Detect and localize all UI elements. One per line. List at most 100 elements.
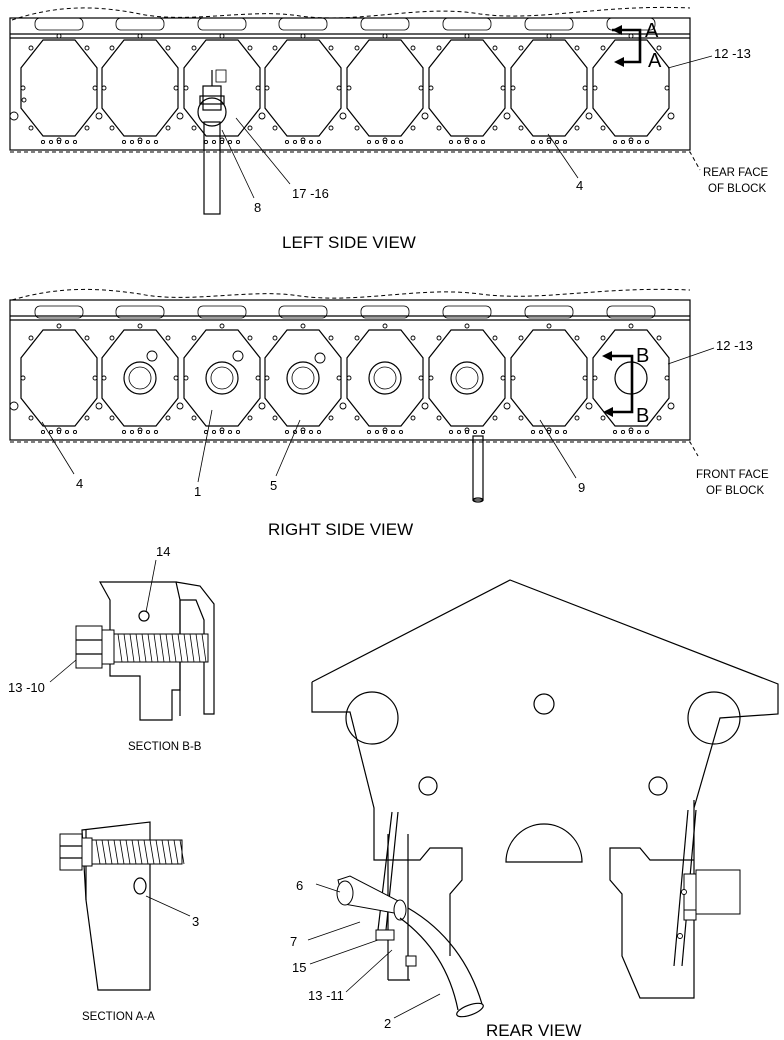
right-oil-slot — [197, 305, 247, 319]
left-bolt-hole — [183, 85, 189, 91]
right-bolt-hole — [272, 335, 278, 341]
left-bolt-hole — [153, 139, 159, 145]
left-cylinder-bore — [510, 39, 588, 137]
left-bolt-hole — [436, 125, 442, 131]
right-bolt-hole — [456, 429, 462, 435]
right-bolt-hole — [656, 335, 662, 341]
left-bolt-hole — [472, 139, 478, 145]
thread-line — [123, 633, 129, 663]
right-bolt-hole — [620, 429, 626, 435]
thread-line — [113, 839, 119, 865]
left-bolt-hole — [176, 112, 184, 120]
right-side-view-title: RIGHT SIDE VIEW — [268, 520, 413, 539]
right-bolt-hole — [129, 429, 135, 435]
left-bolt-hole — [72, 139, 78, 145]
right-bolt-hole — [664, 375, 670, 381]
right-bolt-hole — [421, 402, 429, 410]
right-cylinder-bore — [183, 329, 261, 427]
thread-line — [143, 839, 149, 865]
right-bolt-holes — [9, 323, 675, 435]
left-bolt-hole — [354, 125, 360, 131]
right-callout-9: 9 — [578, 480, 585, 495]
section-aa-title: SECTION A-A — [82, 1011, 155, 1023]
right-bolt-hole — [538, 429, 544, 435]
rear-right-bracket — [673, 809, 741, 967]
left-bolt-hole — [173, 85, 179, 91]
left-bolt-hole — [292, 139, 298, 145]
right-cylinder-bore — [20, 329, 98, 427]
right-oil-slot — [34, 305, 84, 319]
bb-callout-13-10: 13 -10 — [8, 680, 45, 695]
left-callout-8: 8 — [254, 200, 261, 215]
left-bolt-hole — [464, 139, 470, 145]
right-bolt-hole — [582, 375, 588, 381]
left-bolt-hole — [600, 45, 606, 51]
left-bolt-hole — [255, 85, 261, 91]
thread-line — [137, 839, 143, 865]
left-bolt-hole — [56, 33, 62, 39]
left-cylinder-bore — [20, 39, 98, 137]
right-bolt-hole — [390, 429, 396, 435]
right-bolt-hole — [336, 375, 342, 381]
right-bolt-hole — [284, 429, 290, 435]
right-bolt-hole — [101, 375, 107, 381]
right-bolt-hole — [518, 335, 524, 341]
right-bolt-hole — [146, 350, 158, 362]
right-cylinder-bore — [428, 329, 506, 427]
right-bolt-hole — [492, 335, 498, 341]
right-bolt-hole — [20, 375, 26, 381]
thread-line — [141, 633, 147, 663]
left-bolt-hole — [64, 139, 70, 145]
thread-line — [183, 633, 189, 663]
thread-line — [101, 839, 107, 865]
left-bolt-hole — [612, 139, 618, 145]
right-bolt-hole — [346, 375, 352, 381]
left-bolt-hole — [354, 45, 360, 51]
front-face-note-line1: FRONT FACE — [696, 469, 769, 481]
thread-line — [119, 839, 125, 865]
right-bolt-hole — [374, 429, 380, 435]
right-bolt-hole — [644, 429, 650, 435]
right-bolt-hole — [300, 323, 306, 329]
right-bolt-hole — [328, 335, 334, 341]
right-bore-plug-inner — [128, 366, 152, 390]
left-bolt-hole — [585, 112, 593, 120]
right-cylinder-bores — [20, 329, 670, 427]
thread-line — [159, 633, 165, 663]
right-bolt-hole — [48, 429, 54, 435]
right-bolt-hole — [137, 429, 143, 435]
thread-line — [135, 633, 141, 663]
right-bolt-hole — [600, 335, 606, 341]
left-side-view-title: LEFT SIDE VIEW — [282, 233, 416, 252]
right-bolt-hole — [382, 323, 388, 329]
right-bolt-hole — [145, 429, 151, 435]
right-bolt-hole — [656, 415, 662, 421]
right-bolt-hole — [354, 415, 360, 421]
right-bolt-hole — [84, 335, 90, 341]
left-bolt-hole — [582, 85, 588, 91]
thread-line — [149, 839, 155, 865]
right-bolt-hole — [109, 335, 115, 341]
left-bolt-hole — [538, 139, 544, 145]
thread-line — [147, 633, 153, 663]
aa-callout-3: 3 — [192, 914, 199, 929]
left-callout-4: 4 — [576, 178, 583, 193]
right-bore-plug-inner — [373, 366, 397, 390]
rear-face-note-line2: OF BLOCK — [708, 183, 766, 195]
right-bolt-hole — [636, 429, 642, 435]
section-b-label-bottom: B — [636, 405, 649, 427]
left-bolt-hole — [500, 85, 506, 91]
left-bolt-hole — [137, 139, 143, 145]
left-bolt-hole — [656, 125, 662, 131]
right-bolt-hole — [211, 429, 217, 435]
left-bolt-hole — [628, 33, 634, 39]
left-bolt-hole — [339, 112, 347, 120]
right-bolt-hole — [84, 415, 90, 421]
section-b-arrows: B B — [602, 345, 649, 427]
right-bolt-hole — [472, 429, 478, 435]
left-bolt-hole — [554, 139, 560, 145]
right-bolt-hole — [165, 335, 171, 341]
left-cylinder-bore — [428, 39, 506, 137]
right-bolt-hole — [510, 375, 516, 381]
